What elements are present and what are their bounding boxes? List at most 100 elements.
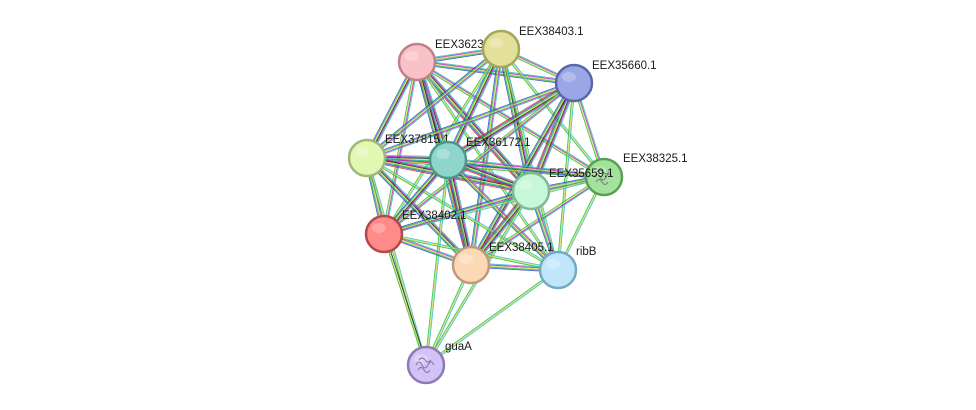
node-label: EEX38403.1	[519, 26, 584, 38]
edge-evidence-line	[383, 190, 532, 235]
edge-eex38402-1-guaa	[382, 233, 428, 366]
edge-evidence-line	[469, 81, 574, 265]
edge-evidence-line	[382, 234, 426, 366]
node-circle[interactable]	[481, 29, 521, 69]
node-circle[interactable]	[451, 245, 491, 285]
edge-evidence-line	[447, 81, 574, 160]
edge-evidence-line	[414, 63, 529, 194]
edge-evidence-line	[500, 48, 559, 271]
edge-evidence-line	[366, 48, 502, 159]
edge-eex36172-1-eex38325-1	[447, 157, 605, 180]
node-eex38403-1[interactable]: EEX38403.1	[481, 26, 584, 69]
node-highlight	[592, 166, 606, 176]
node-ribb[interactable]: ribB	[538, 246, 597, 290]
node-label: EEX36172.1	[466, 137, 531, 149]
node-highlight	[372, 223, 386, 233]
node-eex38405-1[interactable]: EEX38405.1	[451, 242, 554, 285]
edge-evidence-line	[385, 62, 419, 235]
edge-evidence-line	[447, 48, 501, 160]
node-eex38325-1[interactable]: EEX38325.1	[584, 153, 688, 197]
edge-evidence-line	[417, 60, 606, 177]
protein-structure-icon	[415, 357, 435, 373]
edge-evidence-line	[449, 49, 503, 161]
node-eex35660-1[interactable]: EEX35660.1	[554, 60, 657, 103]
edge-evidence-line	[499, 49, 604, 178]
edge-evidence-line	[425, 269, 559, 366]
edge-evidence-line	[447, 82, 575, 161]
edge-evidence-line	[366, 82, 575, 159]
edge-evidence-line	[472, 49, 504, 266]
edge-evidence-line	[558, 83, 576, 271]
edge-eex35660-1-eex37815-1	[366, 80, 575, 161]
edge-evidence-line	[383, 233, 427, 366]
edge-evidence-line	[366, 81, 574, 158]
node-label: EEX38402.1	[402, 210, 467, 222]
node-label: ribB	[576, 246, 597, 258]
node-highlight	[355, 147, 369, 157]
node-highlight	[436, 149, 450, 159]
edge-evidence-line	[367, 49, 502, 160]
edge-evidence-line	[384, 192, 532, 237]
edge-evidence-line	[448, 158, 605, 177]
edge-evidence-line	[366, 158, 604, 178]
node-eex37815-1[interactable]: EEX37815.1	[347, 134, 450, 178]
edge-ribb-guaa	[425, 268, 559, 367]
edge-evidence-line	[383, 48, 502, 235]
node-eex38402-1[interactable]: EEX38402.1	[364, 210, 467, 254]
edge-evidence-line	[448, 157, 605, 176]
edge-evidence-line	[448, 49, 502, 161]
edge-eex35660-1-ribb	[556, 82, 576, 271]
edge-evidence-line	[447, 159, 605, 178]
edge-evidence-line	[366, 47, 501, 158]
node-label: EEX38325.1	[623, 153, 688, 165]
node-circle[interactable]	[511, 171, 551, 211]
node-highlight	[519, 180, 533, 190]
edge-evidence-line	[367, 84, 575, 161]
node-guaa[interactable]: guaA	[406, 341, 472, 385]
edge-evidence-line	[365, 47, 500, 157]
node-highlight	[405, 51, 419, 61]
node-circle[interactable]	[397, 42, 437, 82]
edge-evidence-line	[424, 159, 448, 365]
edge-evidence-line	[426, 270, 559, 367]
edge-evidence-line	[384, 191, 532, 236]
node-eex36172-1[interactable]: EEX36172.1	[428, 137, 531, 180]
edge-evidence-line	[468, 81, 573, 264]
edge-evidence-line	[447, 160, 604, 179]
edge-evidence-line	[367, 157, 428, 365]
node-label: EEX38405.1	[489, 242, 554, 254]
node-circle[interactable]	[554, 63, 594, 103]
node-circle[interactable]	[584, 157, 624, 197]
edge-eex36172-1-ribb	[446, 158, 560, 272]
node-circle[interactable]	[538, 250, 578, 290]
edge-evidence-line	[366, 80, 574, 157]
edge-evidence-line	[367, 157, 472, 265]
edge-evidence-line	[470, 82, 574, 265]
edge-evidence-line	[469, 48, 501, 265]
edge-eex38403-1-eex37815-1	[365, 47, 503, 160]
node-circle[interactable]	[406, 345, 446, 385]
edge-evidence-line	[447, 159, 559, 271]
edge-evidence-line	[426, 160, 450, 366]
node-label: guaA	[445, 341, 472, 353]
node-label: EEX35659.1	[549, 168, 614, 180]
edge-evidence-line	[383, 188, 531, 233]
node-circle[interactable]	[428, 140, 468, 180]
node-label: EEX35660.1	[592, 60, 657, 72]
node-circle[interactable]	[364, 214, 404, 254]
edge-evidence-line	[446, 161, 557, 272]
node-eex35659-1[interactable]: EEX35659.1	[511, 168, 614, 211]
node-highlight	[546, 259, 560, 269]
node-highlight	[489, 38, 503, 48]
node-highlight	[459, 254, 473, 264]
edge-evidence-line	[448, 158, 560, 270]
node-circle[interactable]	[347, 138, 387, 178]
edge-evidence-line	[447, 161, 604, 180]
edge-evidence-line	[446, 160, 558, 272]
node-highlight	[414, 354, 428, 364]
edge-evidence-line	[367, 156, 473, 265]
edge-evidence-line	[449, 158, 560, 269]
edge-evidence-line	[557, 82, 575, 271]
edge-eex35659-1-eex38402-1	[383, 188, 532, 237]
